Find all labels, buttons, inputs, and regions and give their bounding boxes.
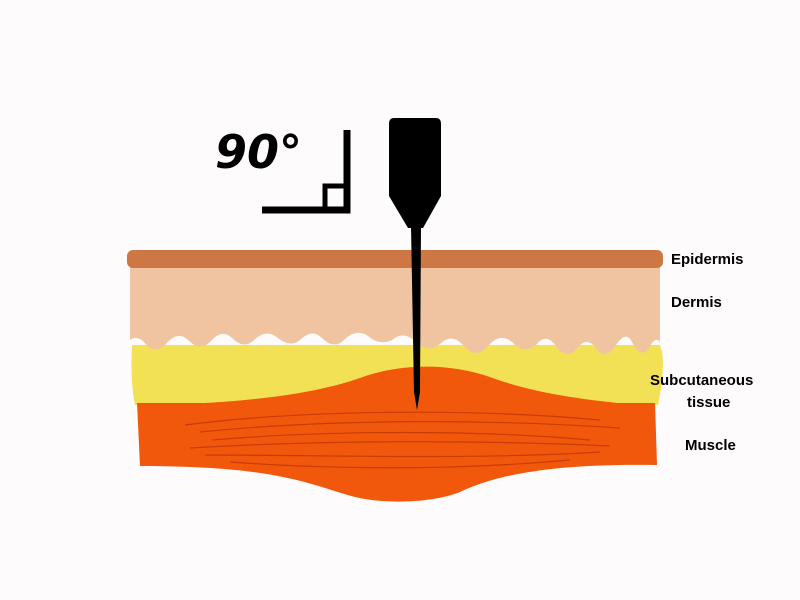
subcutaneous-label-line1: Subcutaneous [650,372,753,389]
needle-hub [389,118,441,228]
muscle-label: Muscle [685,437,736,454]
muscle-layer [137,403,657,502]
subcutaneous-label-line2: tissue [687,394,730,411]
angle-label: 90° [215,125,302,179]
dermis-layer [130,265,660,355]
muscle-fibers [184,411,621,469]
needle-shaft [411,226,421,410]
epidermis-label: Epidermis [671,251,744,268]
needle [389,118,441,410]
dermis-label: Dermis [671,294,722,311]
epidermis-layer [127,250,663,268]
right-angle-icon [262,130,351,214]
muscle-belly-top [160,366,640,405]
